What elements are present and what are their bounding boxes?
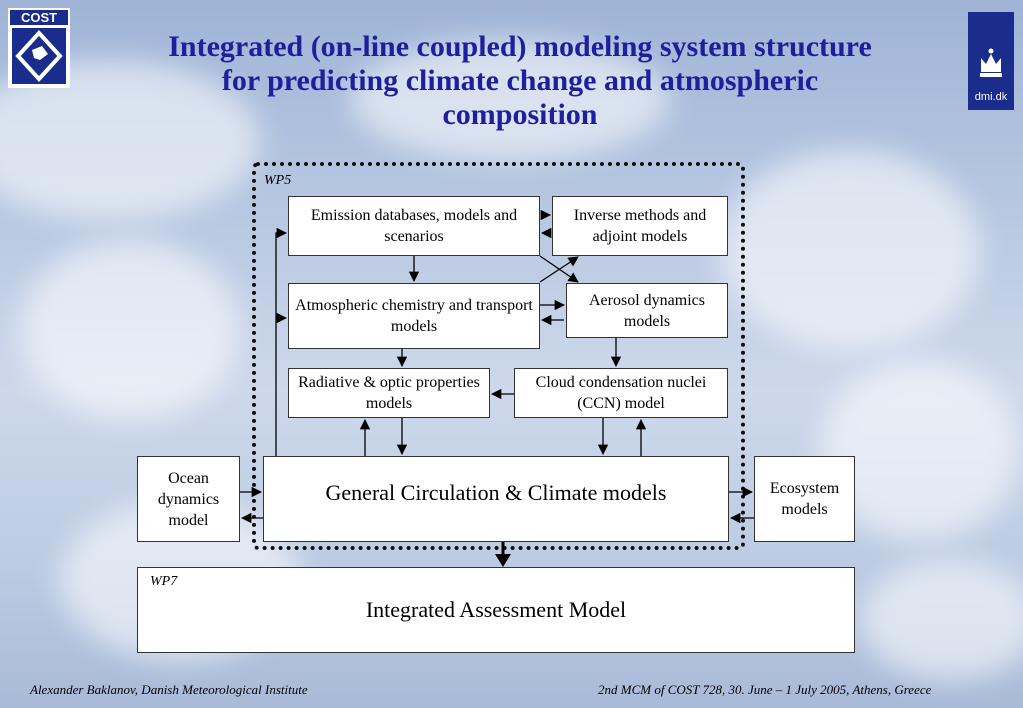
ocean-dynamics-box: Ocean dynamics model [137, 456, 240, 542]
gcm-box: General Circulation & Climate models [263, 456, 729, 542]
dmi-logo: dmi.dk [968, 12, 1014, 110]
radiative-optic-box: Radiative & optic properties models [288, 368, 490, 418]
cost-logo: COST [8, 8, 70, 88]
wp5-label: WP5 [264, 173, 292, 188]
emission-databases-box: Emission databases, models and scenarios [288, 196, 540, 256]
ecosystem-box: Ecosystem models [754, 456, 855, 542]
aerosol-dynamics-box: Aerosol dynamics models [566, 283, 728, 338]
cost-logo-text: COST [21, 10, 57, 25]
dmi-logo-text: dmi.dk [975, 91, 1008, 103]
inverse-methods-box: Inverse methods and adjoint models [552, 196, 728, 256]
ccn-model-box: Cloud condensation nuclei (CCN) model [514, 368, 728, 418]
arrow-emission-aerosol [539, 255, 579, 283]
wp7-label: WP7 [150, 574, 178, 589]
integrated-assessment-box: Integrated Assessment Model [137, 567, 855, 653]
arrow-gcm-to-emission [275, 227, 288, 456]
arrow-gcm-to-iam [495, 542, 511, 567]
atmospheric-chemistry-box: Atmospheric chemistry and transport mode… [288, 283, 540, 349]
slide-title: Integrated (on-line coupled) modeling sy… [168, 30, 872, 131]
wp5-region [252, 162, 745, 550]
footer-author: Alexander Baklanov, Danish Meteorologica… [30, 682, 308, 697]
footer-event: 2nd MCM of COST 728, 30. June – 1 July 2… [598, 682, 932, 697]
